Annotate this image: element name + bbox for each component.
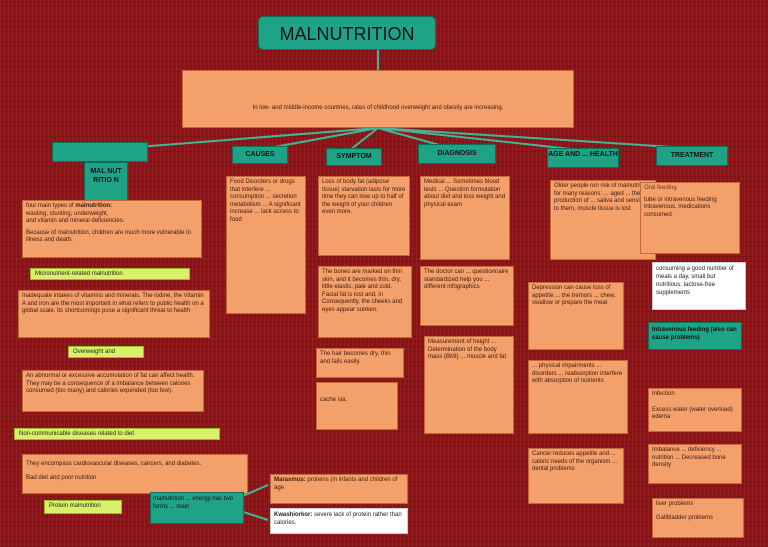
symptom-box-2: The bones are marked on thin skin, and i… <box>318 266 412 338</box>
symptom-box-3: The hair becomes dry, thin and falls eas… <box>316 348 404 378</box>
category-symptom: SYMPTOM <box>326 148 382 166</box>
diagnosis-box-1: Medical ... Sometimes blood tests ... Qu… <box>420 176 510 260</box>
marasmus-box: Marasmus: proteins (in infants and child… <box>270 474 408 504</box>
age-box-3: ... physical impairments ... disorders .… <box>528 360 628 434</box>
treatment-imbalance-box: Imbalance ... deficiency ... nutrition .… <box>648 444 742 484</box>
age-box-2: Depression can cause loss of appetite ..… <box>528 282 624 350</box>
micronutrient-label: Micronutrient-related malnutrition <box>30 268 190 280</box>
symptom-box-1: Loss of body fat (adipose tissue) starva… <box>318 176 410 256</box>
treatment-oral-box: Oral feeding tube or intravenous feeding… <box>640 182 740 254</box>
micronutrient-box: Inadequate intakes of vitamins and miner… <box>18 290 210 338</box>
treatment-meals-box: consuming a good number of meals a day, … <box>652 262 746 310</box>
category-forms <box>52 142 148 162</box>
protein-label: Protein malnutrition <box>44 500 122 514</box>
ncd-box: They encompass cardiovascular diseases, … <box>22 454 248 494</box>
category-causes: CAUSES <box>232 146 288 164</box>
treatment-liver-box: liver problems Gallbladder problems <box>652 498 744 538</box>
overweight-box: An abnormal or excessive accumulation of… <box>22 370 204 412</box>
causes-box: Food Disorders or drugs that interfere .… <box>226 176 306 314</box>
intro-text: In low- and middle-income countries, rat… <box>252 105 504 111</box>
treatment-complications-box: Infection Excess water (water overload) … <box>648 388 742 432</box>
title-text: MALNUTRITION <box>279 24 415 44</box>
overweight-label: Overweight and <box>68 346 144 358</box>
symptom-box-4: cache sia. <box>316 382 398 430</box>
category-treatment: TREATMENT <box>656 146 728 166</box>
diagnosis-box-3: Measurement of height ... Determination … <box>424 336 514 434</box>
page-title: MALNUTRITION <box>258 16 436 50</box>
treatment-iv-box: Intravenous feeding (also can cause prob… <box>648 322 742 350</box>
protein-teal-box: malnutrition ... energy has two forms ..… <box>150 492 244 524</box>
kwashiorkor-box: Kwashiorkor: severe lack of protein rath… <box>270 508 408 534</box>
category-age-health: AGE AND ... HEALTH <box>547 148 619 168</box>
intro-box: In low- and middle-income countries, rat… <box>182 70 574 128</box>
ncd-label: Non-communicable diseases related to die… <box>14 428 220 440</box>
category-diagnosis: DIAGNOSIS <box>418 144 496 164</box>
diagnosis-box-2: The doctor can ... questionnaire standar… <box>420 266 514 326</box>
forms-types-box: four main types of malnutrition: wasting… <box>22 200 202 258</box>
age-box-4: Cancer reduces appetite and ... caloric … <box>528 448 624 504</box>
